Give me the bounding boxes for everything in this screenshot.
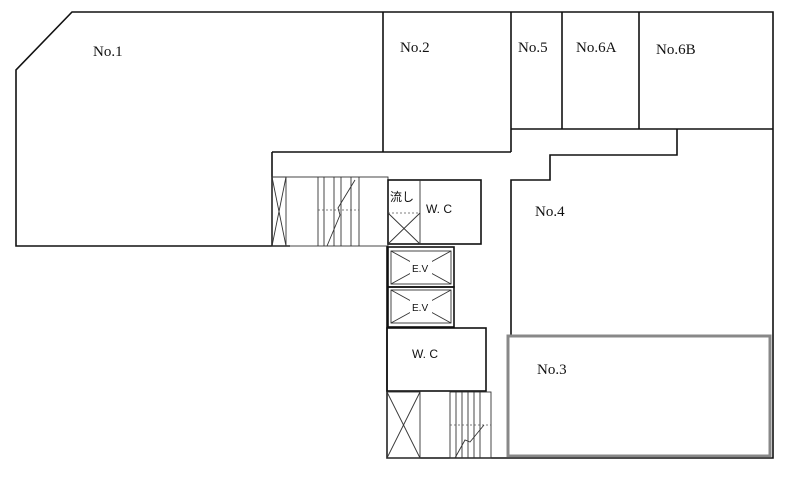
room-no6a-label: No.6A: [576, 40, 617, 56]
ev1-label: E.V: [412, 264, 428, 275]
lower-stairs: [386, 391, 492, 459]
upper-stairs: [271, 176, 389, 247]
room-no3-label: No.3: [537, 362, 567, 378]
ev2-label: E.V: [412, 303, 428, 314]
wc-upper-block: [387, 179, 482, 245]
room-no2-label: No.2: [400, 40, 430, 56]
room-no5-label: No.5: [518, 40, 548, 56]
room-no3-highlight: [506, 334, 772, 458]
wc-upper-label: W. C: [426, 202, 452, 216]
wc-lower-label: W. C: [412, 347, 438, 361]
ev1-label-bg: [410, 261, 432, 274]
room-no1-label: No.1: [93, 44, 123, 60]
wall-no4: [510, 129, 678, 336]
room-no4-label: No.4: [535, 204, 565, 220]
ev2-label-bg: [410, 300, 432, 313]
sink-label: 流し: [390, 190, 414, 204]
wc-lower-block: [386, 327, 487, 392]
room-no6b-label: No.6B: [656, 42, 696, 58]
